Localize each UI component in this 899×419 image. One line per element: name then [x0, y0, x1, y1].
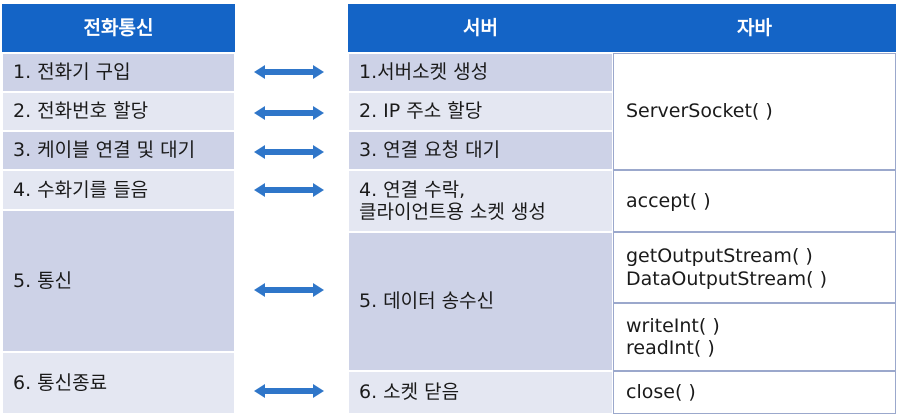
java-serversocket: ServerSocket( ) — [613, 53, 896, 170]
phone-step-1: 1. 전화기 구입 — [2, 53, 235, 92]
double-arrow-icon — [254, 283, 324, 297]
phone-step-2: 2. 전화번호 할당 — [2, 92, 235, 131]
double-arrow-icon — [254, 145, 324, 159]
java-header: 자바 — [613, 4, 896, 52]
java-streams: getOutputStream( ) DataOutputStream( ) — [613, 232, 896, 303]
server-step-1: 1.서버소켓 생성 — [348, 53, 613, 92]
phone-step-4: 4. 수화기를 들음 — [2, 170, 235, 210]
double-arrow-icon — [254, 183, 324, 197]
phone-step-5: 5. 통신 — [2, 210, 235, 352]
double-arrow-icon — [254, 106, 324, 120]
phone-header: 전화통신 — [2, 4, 235, 52]
server-step-6: 6. 소켓 닫음 — [348, 371, 613, 414]
phone-step-3: 3. 케이블 연결 및 대기 — [2, 131, 235, 170]
phone-step-6: 6. 통신종료 — [2, 352, 235, 414]
double-arrow-icon — [254, 384, 324, 398]
double-arrow-icon — [254, 65, 324, 79]
java-accept: accept( ) — [613, 170, 896, 232]
java-read-write: writeInt( ) readInt( ) — [613, 303, 896, 371]
server-step-3: 3. 연결 요청 대기 — [348, 131, 613, 170]
server-step-2: 2. IP 주소 할당 — [348, 92, 613, 131]
java-close: close( ) — [613, 371, 896, 414]
server-step-5: 5. 데이터 송수신 — [348, 232, 613, 371]
server-step-4: 4. 연결 수락, 클라이언트용 소켓 생성 — [348, 170, 613, 232]
server-header: 서버 — [348, 4, 613, 52]
